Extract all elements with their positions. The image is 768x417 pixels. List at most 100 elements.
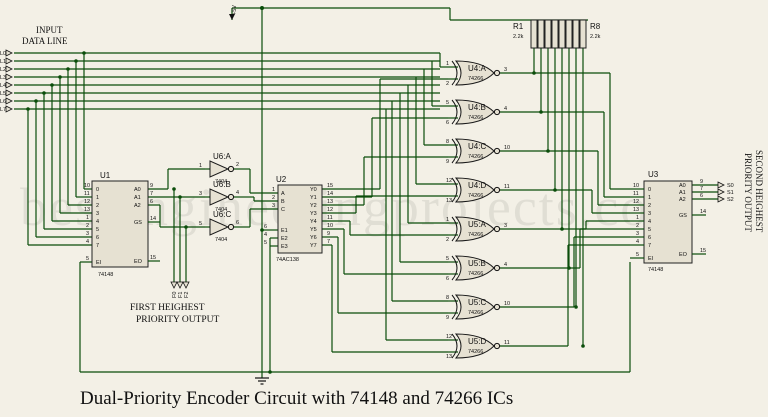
xnor-pin-in1: 1 <box>446 61 449 67</box>
output-pin-s2[interactable]: S2 <box>717 195 734 203</box>
xnor-pin-in2: 2 <box>446 237 449 243</box>
inverter-u6b[interactable]: U6:B 7404 3 4 <box>199 180 240 213</box>
svg-text:1: 1 <box>86 215 89 221</box>
resistor-first-ref: R1 <box>513 22 524 31</box>
input-pin-l1[interactable]: L1 <box>0 57 13 65</box>
resistor-network[interactable]: R1 2.2k R8 2.2k <box>513 19 601 49</box>
output-pin-s1[interactable]: S1 <box>717 188 734 196</box>
svg-text:A0: A0 <box>679 183 686 189</box>
svg-text:A: A <box>281 191 285 197</box>
svg-text:L6: L6 <box>0 99 6 105</box>
xnor-pin-in1: 1 <box>446 217 449 223</box>
svg-text:7: 7 <box>648 243 651 249</box>
input-pin-l5[interactable]: L5 <box>0 89 13 97</box>
svg-text:3: 3 <box>96 211 99 217</box>
resistor-last-value: 2.2k <box>590 34 601 40</box>
svg-text:GS: GS <box>134 220 142 226</box>
input-pin-l2[interactable]: L2 <box>0 65 13 73</box>
input-pin-l4[interactable]: L4 <box>0 81 13 89</box>
xnor-gate-u5-a[interactable]: U5:A 74266 1 2 3 <box>446 216 507 243</box>
svg-text:9: 9 <box>327 231 330 237</box>
xnor-pin-in2: 6 <box>446 276 449 282</box>
svg-text:Y5: Y5 <box>310 227 317 233</box>
xnor-ref: U5:D <box>468 337 486 346</box>
xnor-ref: U5:B <box>468 259 486 268</box>
chip-u3[interactable]: U3 74148 100 111 122 133 14 25 36 47 5EI… <box>630 170 706 273</box>
input-pin-l3[interactable]: L3 <box>0 73 13 81</box>
resistor-last-ref: R8 <box>590 22 601 31</box>
svg-text:2: 2 <box>272 195 275 201</box>
xnor-ref: U5:A <box>468 220 486 229</box>
xnor-part: 74266 <box>468 271 483 277</box>
xnor-pin-out: 3 <box>504 223 507 229</box>
svg-text:5: 5 <box>636 252 639 258</box>
svg-text:7404: 7404 <box>215 237 227 243</box>
svg-text:S1: S1 <box>727 190 734 196</box>
svg-text:L0: L0 <box>0 51 6 57</box>
output-pin-s0[interactable]: S0 <box>717 181 734 189</box>
svg-text:Y2: Y2 <box>310 203 317 209</box>
xnor-part: 74266 <box>468 310 483 316</box>
input-pin-l0[interactable]: L0 <box>0 49 13 57</box>
svg-text:F1: F1 <box>178 292 184 298</box>
svg-text:6: 6 <box>648 235 651 241</box>
svg-text:2: 2 <box>648 203 651 209</box>
xnor-pin-out: 11 <box>504 184 510 190</box>
xnor-pin-out: 11 <box>504 340 510 346</box>
inverter-u6c[interactable]: U6:C 7404 5 6 <box>199 210 240 243</box>
xnor-part: 74266 <box>468 232 483 238</box>
svg-text:L3: L3 <box>0 75 6 81</box>
svg-text:6: 6 <box>150 199 153 205</box>
first-priority-outputs: F0 F1 F2 <box>170 281 190 298</box>
second-priority-outputs: S0 S1 S2 <box>717 181 734 203</box>
svg-text:1: 1 <box>199 163 202 169</box>
input-pins: L0 L1 L2 L3 L4 L5 L6 L7 <box>0 49 13 113</box>
xnor-pin-in1: 5 <box>446 100 449 106</box>
svg-text:7: 7 <box>327 239 330 245</box>
svg-text:1: 1 <box>96 195 99 201</box>
svg-text:11: 11 <box>327 215 333 221</box>
xnor-pin-in1: 12 <box>446 178 452 184</box>
svg-text:GS: GS <box>679 213 687 219</box>
svg-text:A0: A0 <box>134 187 141 193</box>
svg-text:14: 14 <box>700 209 706 215</box>
output-pin-f0[interactable]: F0 <box>170 281 178 298</box>
svg-text:15: 15 <box>700 248 706 254</box>
svg-text:5: 5 <box>648 227 651 233</box>
output-pin-f2[interactable]: F2 <box>182 281 190 298</box>
svg-text:Y4: Y4 <box>310 219 317 225</box>
svg-text:0: 0 <box>96 187 99 193</box>
svg-text:L4: L4 <box>0 83 6 89</box>
svg-text:2: 2 <box>96 203 99 209</box>
xnor-pin-out: 4 <box>504 106 507 112</box>
svg-text:5: 5 <box>199 221 202 227</box>
input-label-line-1: INPUT <box>36 25 63 35</box>
svg-text:4: 4 <box>264 232 267 238</box>
chip-u1[interactable]: U1 74148 100 111 122 133 14 25 36 47 5EI… <box>84 171 160 278</box>
xnor-pin-in2: 9 <box>446 159 449 165</box>
svg-text:10: 10 <box>327 223 333 229</box>
svg-text:U6:A: U6:A <box>213 152 231 161</box>
svg-text:L7: L7 <box>0 107 6 113</box>
inverter-u6a[interactable]: U6:A 7404 1 2 <box>199 152 240 185</box>
svg-text:B: B <box>281 199 285 205</box>
input-pin-l7[interactable]: L7 <box>0 105 13 113</box>
xnor-pin-out: 10 <box>504 301 510 307</box>
resistor-first-value: 2.2k <box>513 34 524 40</box>
svg-text:7: 7 <box>150 191 153 197</box>
xnor-pin-in2: 9 <box>446 315 449 321</box>
input-pin-l6[interactable]: L6 <box>0 97 13 105</box>
svg-text:14: 14 <box>327 191 333 197</box>
svg-text:12: 12 <box>84 199 90 205</box>
svg-text:0: 0 <box>648 187 651 193</box>
output-pin-f1[interactable]: F1 <box>176 281 184 298</box>
svg-text:12: 12 <box>633 199 639 205</box>
